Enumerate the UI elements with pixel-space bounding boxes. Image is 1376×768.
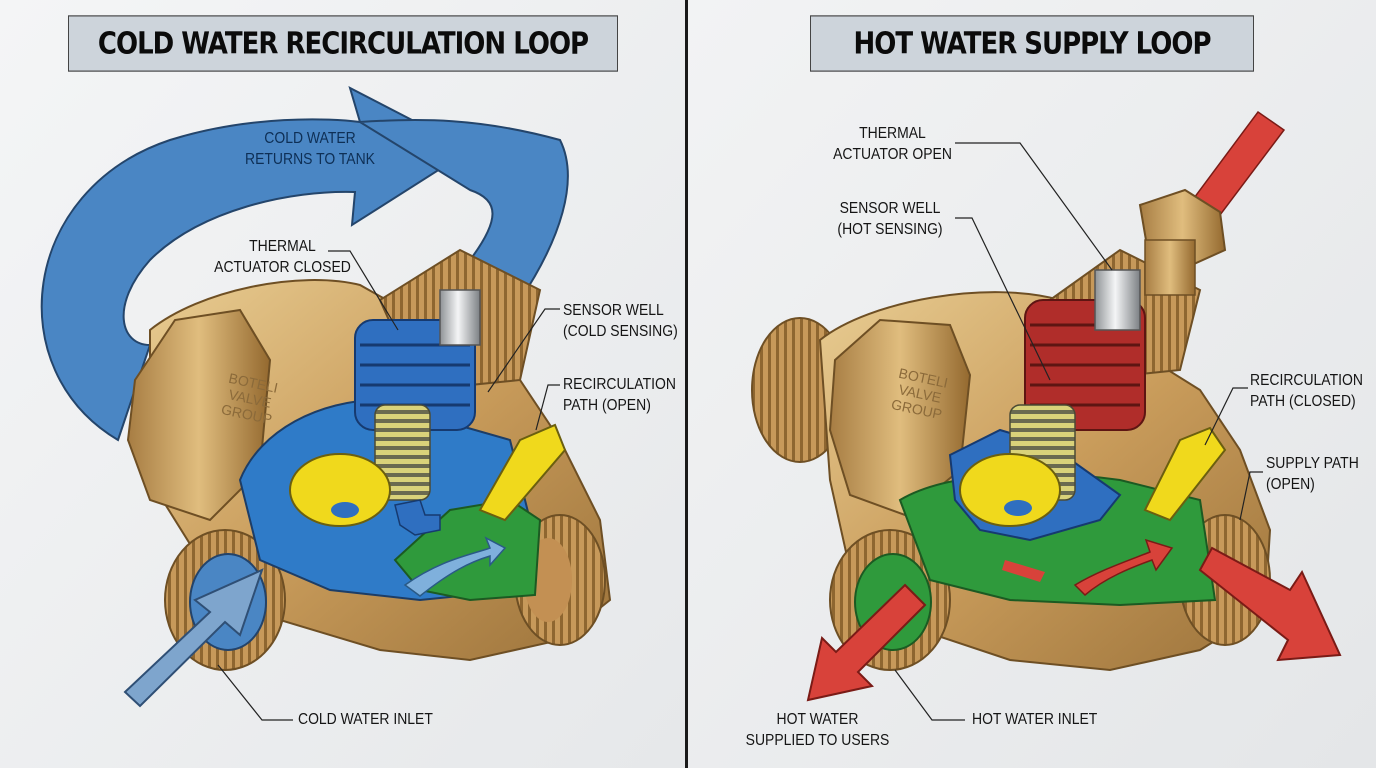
cold-return-arrow-tail <box>356 118 569 302</box>
left-leaders <box>217 250 560 721</box>
right-bellows <box>1024 299 1146 431</box>
cold-inlet-arrow <box>123 568 264 708</box>
left-bellows <box>354 319 476 431</box>
left-valve <box>40 86 612 708</box>
cold-return-label: COLD WATER RETURNS TO TANK <box>245 130 375 168</box>
left-panel-title: COLD WATER RECIRCULATION LOOP <box>68 15 618 72</box>
cold-water-inlet-label: COLD WATER INLET <box>298 711 433 728</box>
cold-return-arrow <box>40 86 473 442</box>
sensor-well-cold-label: SENSOR WELL (COLD SENSING) <box>563 302 678 340</box>
right-panel-title: HOT WATER SUPPLY LOOP <box>810 15 1254 72</box>
thermal-actuator-open-label: THERMAL ACTUATOR OPEN <box>833 125 952 163</box>
right-leaders <box>894 142 1263 721</box>
recirculation-open-label: RECIRCULATION PATH (OPEN) <box>563 376 676 414</box>
hot-water-users-label: HOT WATER SUPPLIED TO USERS <box>745 711 890 749</box>
thermal-actuator-closed-label: THERMAL ACTUATOR CLOSED <box>214 238 351 276</box>
supply-path-open-label: SUPPLY PATH (OPEN) <box>1266 455 1359 493</box>
recirculation-closed-label: RECIRCULATION PATH (CLOSED) <box>1250 372 1363 410</box>
hot-users-arrow <box>806 583 927 702</box>
hot-water-inlet-label: HOT WATER INLET <box>972 711 1098 728</box>
right-valve <box>751 110 1342 702</box>
panel-divider <box>685 0 688 768</box>
sensor-well-hot-label: SENSOR WELL (HOT SENSING) <box>837 200 943 238</box>
hot-supply-arrow <box>1198 546 1342 662</box>
